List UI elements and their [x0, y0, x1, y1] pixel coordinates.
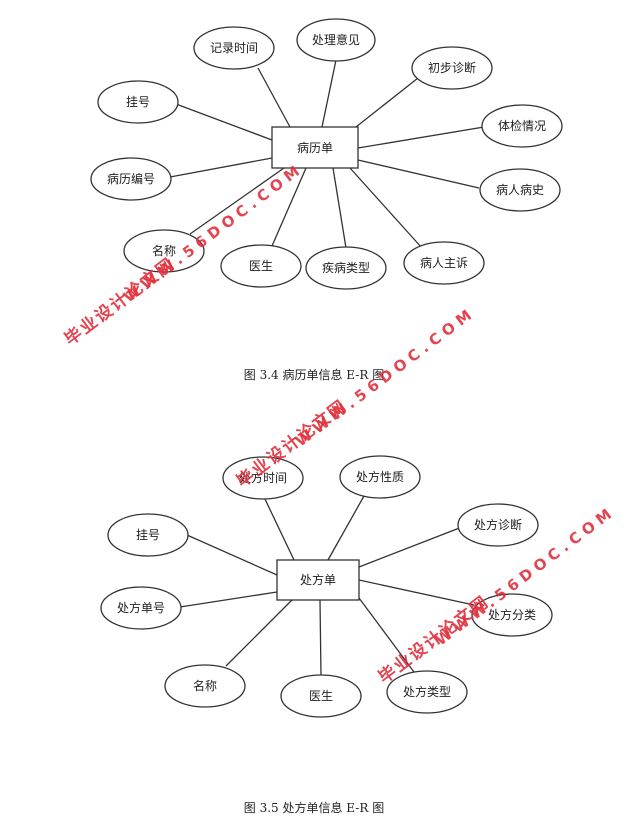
edge-19: [319, 599, 322, 677]
entity-box: [271, 126, 359, 169]
edge-18: [225, 599, 293, 667]
edge-4: [175, 103, 273, 141]
attribute-label: 挂号: [126, 95, 150, 109]
attribute-ellipse: [471, 593, 553, 637]
edge-9: [271, 167, 307, 247]
attribute-label: 处方单号: [117, 600, 165, 615]
edge-2: [321, 59, 337, 128]
attribute-ellipse: [97, 80, 179, 124]
attribute-ellipse: [386, 670, 468, 714]
edge-20: [358, 597, 415, 673]
attribute-ellipse: [222, 456, 304, 500]
attribute-label: 处方类型: [403, 684, 451, 699]
attribute-ellipse: [164, 664, 246, 708]
attribute-ellipse: [305, 246, 387, 290]
attribute-ellipse: [481, 104, 563, 148]
edge-12: [263, 496, 295, 561]
attribute-label: 疾病类型: [322, 260, 370, 275]
attribute-label: 病人病史: [496, 182, 544, 197]
attribute-ellipse: [280, 674, 362, 718]
edge-1: [257, 67, 291, 128]
attribute-label: 病历编号: [107, 171, 155, 186]
attribute-label: 病人主诉: [420, 255, 468, 270]
edge-7: [357, 159, 480, 189]
attribute-ellipse: [90, 157, 172, 201]
edge-6: [169, 157, 273, 178]
figure-caption-1: 图 3.4 病历单信息 E-R 图: [243, 368, 385, 382]
entity-box: [276, 559, 360, 601]
attribute-label: 处方分类: [488, 607, 536, 622]
edge-15: [358, 526, 463, 568]
attribute-label: 处理意见: [312, 32, 360, 47]
edge-13: [327, 495, 365, 561]
attribute-ellipse: [100, 586, 182, 630]
attribute-label: 处方诊断: [474, 517, 522, 532]
figure-caption-2: 图 3.5 处方单信息 E-R 图: [243, 801, 385, 815]
attribute-label: 医生: [249, 259, 273, 273]
attribute-label: 体检情况: [498, 118, 546, 133]
attribute-label: 挂号: [136, 528, 160, 542]
attribute-ellipse: [479, 168, 561, 212]
edge-11: [349, 167, 423, 249]
entity-label: 处方单: [300, 572, 336, 587]
edge-5: [357, 126, 485, 149]
attribute-ellipse: [107, 513, 189, 557]
attribute-label: 初步诊断: [428, 60, 476, 75]
edge-8: [189, 167, 285, 235]
edge-17: [358, 579, 475, 606]
attribute-ellipse: [220, 244, 302, 288]
attribute-ellipse: [403, 241, 485, 285]
attribute-ellipse: [339, 455, 421, 499]
attribute-ellipse: [457, 503, 539, 547]
attribute-label: 医生: [309, 689, 333, 703]
attribute-label: 名称: [193, 678, 217, 693]
attribute-label: 处方时间: [239, 470, 287, 485]
edge-14: [186, 534, 278, 576]
attribute-ellipse: [123, 229, 205, 273]
attribute-label: 处方性质: [356, 469, 404, 484]
attribute-ellipse: [193, 26, 275, 70]
attribute-label: 记录时间: [210, 41, 258, 55]
attribute-ellipse: [411, 46, 493, 90]
edge-3: [355, 77, 419, 128]
edge-16: [179, 591, 278, 608]
attribute-ellipse: [296, 18, 376, 62]
attribute-label: 名称: [152, 243, 176, 258]
entity-label: 病历单: [297, 140, 333, 155]
edge-10: [332, 167, 347, 249]
